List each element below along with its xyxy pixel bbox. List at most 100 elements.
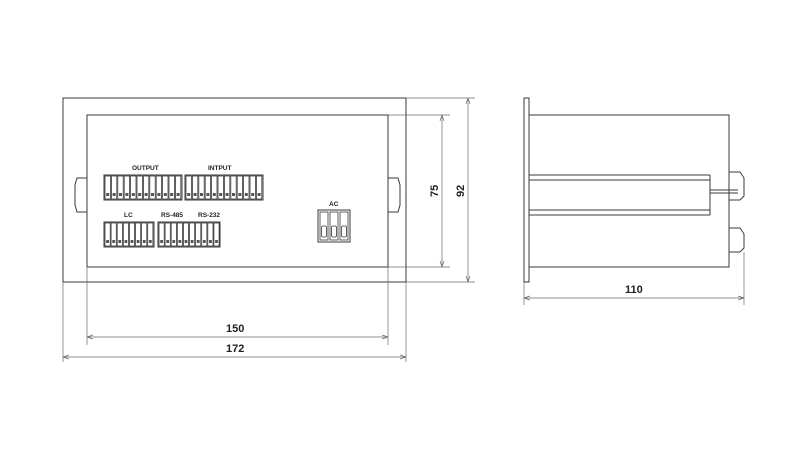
output-terminal	[168, 175, 175, 200]
input-label: INTPUT	[208, 165, 232, 172]
lc-terminal-slot	[136, 240, 140, 243]
input-terminal-slot	[232, 193, 235, 196]
dim-75-text: 75	[429, 185, 441, 197]
input-terminal	[243, 175, 250, 200]
lc-terminal-slot	[118, 240, 122, 243]
rs485-label: RS-485	[161, 212, 183, 219]
output-terminal	[142, 175, 150, 200]
rs-terminal-block: RS-485 RS-232	[157, 212, 221, 248]
lc-terminal-slot	[106, 240, 109, 243]
rs-terminal-slot	[166, 240, 170, 243]
lc-terminal	[104, 222, 111, 247]
rs232-label: RS-232	[198, 212, 220, 219]
output-terminal-slot	[157, 193, 161, 196]
rs-terminal-slot	[202, 240, 206, 243]
rs-terminal-slot	[190, 240, 194, 243]
input-terminal	[223, 175, 231, 200]
input-terminal	[230, 175, 237, 200]
rs-terminal	[207, 222, 214, 247]
dim-150-text: 150	[226, 323, 244, 335]
dim-110-text: 110	[625, 284, 643, 296]
output-terminal	[155, 175, 162, 200]
output-terminal	[162, 175, 169, 200]
output-terminal	[130, 175, 137, 200]
lc-terminal	[122, 222, 129, 247]
ac-terminal-screw	[331, 225, 337, 238]
output-terminal-slot	[151, 193, 154, 196]
input-terminal-slot	[200, 193, 203, 196]
output-terminal-slot	[144, 193, 148, 196]
rs-terminal-slot	[184, 240, 188, 243]
input-terminal-slot	[238, 193, 242, 196]
output-terminal	[149, 175, 156, 200]
input-terminal-slot	[251, 193, 255, 196]
input-terminal-slot	[225, 193, 229, 196]
lc-terminal-block: LC	[103, 212, 155, 248]
lc-terminal-slot	[142, 240, 146, 243]
output-terminal-slot	[170, 193, 174, 196]
side-dimensions: 110	[523, 252, 745, 305]
rs-terminal-slot	[215, 240, 218, 243]
input-terminal	[185, 175, 192, 200]
side-bezel	[523, 97, 530, 283]
output-label: OUTPUT	[132, 165, 159, 172]
input-terminal	[217, 175, 224, 200]
lc-terminal-slot	[124, 240, 128, 243]
dim-172-text: 172	[226, 343, 244, 355]
lc-terminal	[147, 222, 154, 247]
lc-terminal-slot	[112, 240, 116, 243]
outer-bezel	[62, 97, 407, 283]
input-terminal-slot	[212, 193, 216, 196]
input-terminal-slot	[244, 193, 248, 196]
input-terminal	[255, 175, 263, 200]
rs-terminal	[158, 222, 165, 247]
output-terminal	[174, 175, 182, 200]
output-terminal-slot	[138, 193, 142, 196]
input-terminal	[249, 175, 256, 200]
left-clip	[74, 177, 87, 213]
rs-terminal	[176, 222, 183, 247]
lc-terminal	[141, 222, 148, 247]
inner-panel	[86, 114, 389, 268]
rs-terminal	[195, 222, 202, 247]
lc-label: LC	[124, 212, 133, 219]
input-terminal	[198, 175, 205, 200]
rear-terminal-top	[729, 171, 745, 201]
front-dimensions: 150 172 75 92	[62, 97, 475, 362]
lc-terminal-slot	[130, 240, 134, 243]
output-terminal-slot	[125, 193, 129, 196]
rs-terminal-slot	[196, 240, 200, 243]
rs-terminal-slot	[209, 240, 212, 243]
side-body	[528, 114, 730, 268]
output-terminal-slot	[176, 193, 180, 196]
input-terminal-slot	[219, 193, 223, 196]
ac-label: AC	[329, 201, 339, 208]
output-terminal	[111, 175, 118, 200]
ac-terminal-screw	[321, 225, 327, 238]
input-terminal-slot	[206, 193, 210, 196]
side-view	[523, 97, 745, 283]
dim-92-text: 92	[455, 185, 467, 197]
lc-terminal	[116, 222, 123, 247]
output-terminal-block: OUTPUT	[103, 165, 183, 201]
output-terminal-slot	[119, 193, 122, 196]
input-terminal-slot	[257, 193, 261, 196]
input-terminal	[204, 175, 211, 200]
input-terminal-slot	[193, 193, 197, 196]
right-clip	[388, 177, 401, 213]
front-view: OUTPUT INTPUT LC RS-485 RS-232 AC	[62, 97, 407, 283]
lc-terminal	[110, 222, 117, 247]
output-terminal	[136, 175, 143, 200]
rs-terminal	[213, 222, 220, 247]
output-terminal	[104, 175, 111, 200]
input-terminal	[236, 175, 243, 200]
output-terminal-slot	[106, 193, 110, 196]
rs-terminal-slot	[172, 240, 176, 243]
lc-terminal	[135, 222, 142, 247]
lc-terminal-slot	[148, 240, 152, 243]
rs-terminal	[170, 222, 177, 247]
rs-terminal-slot	[160, 240, 163, 243]
output-terminal	[117, 175, 124, 200]
input-terminal-slot	[187, 193, 191, 196]
